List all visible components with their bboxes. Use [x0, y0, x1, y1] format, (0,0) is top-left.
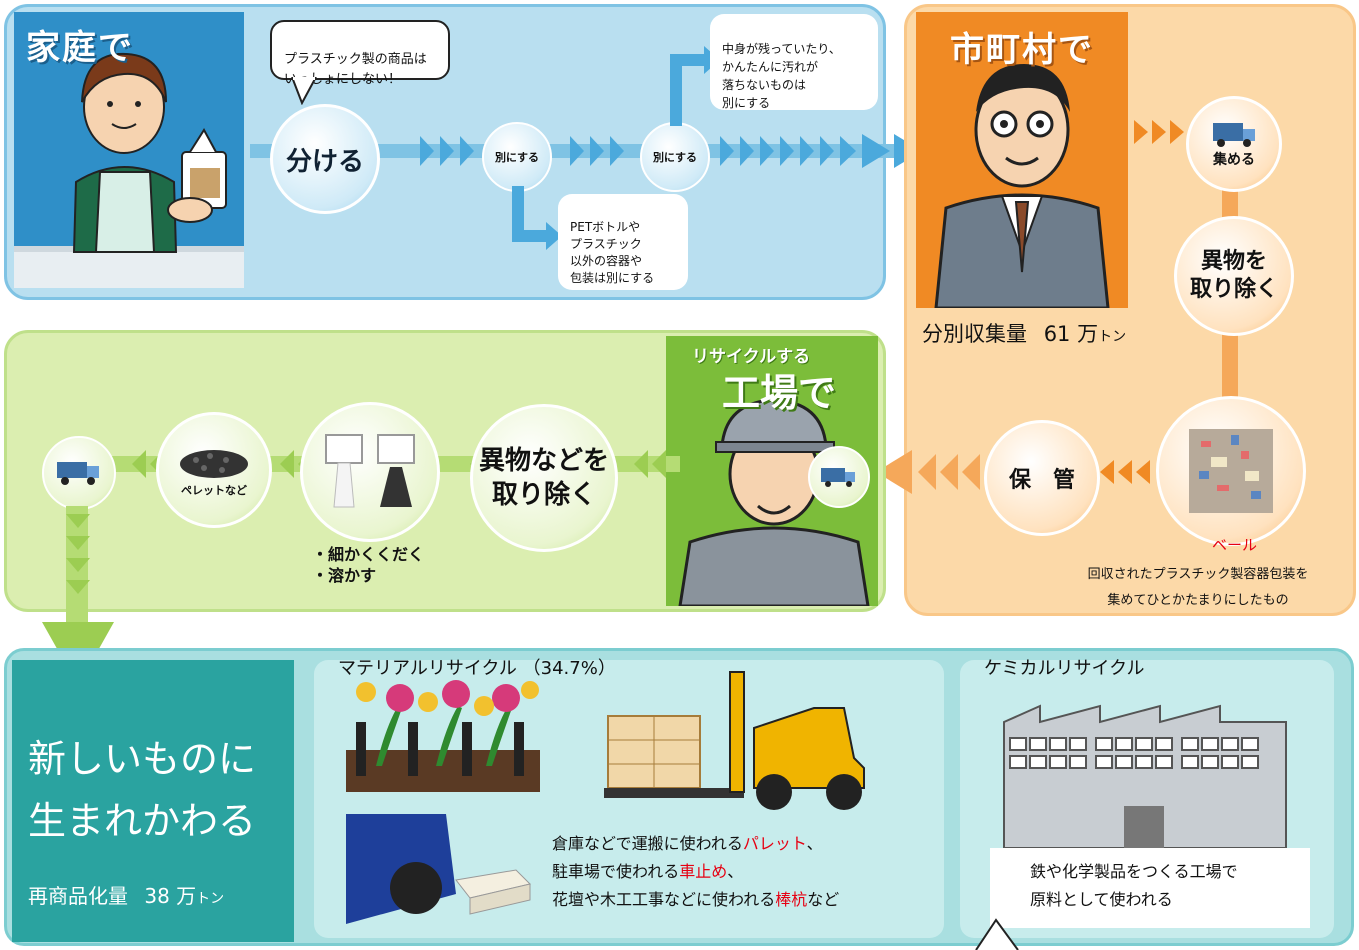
chemical-desc-box: [990, 848, 1310, 928]
branch-up-text: 中身が残っていたり、 かんたんに汚れが 落ちないものは 別にする: [722, 42, 841, 110]
municipal-remove-label: 異物を 取り除く: [1189, 249, 1278, 302]
municipal-right-arrows: [1134, 120, 1184, 144]
truck-icon: [57, 462, 99, 485]
output-truck-circle: [42, 436, 116, 510]
material-line-2: 駐車場で使われる車止め、: [552, 858, 839, 886]
material-line-3-highlight: 棒杭: [775, 890, 808, 909]
result-amount-unit: 万: [176, 884, 197, 908]
branch-up-arrow: [670, 46, 720, 126]
material-line-2-highlight: 車止め: [679, 862, 728, 881]
forklift-illustration: [604, 671, 865, 810]
municipal-title: 市町村で: [950, 30, 1094, 70]
chemical-desc: 鉄や化学製品をつくる工場で 原料として使われる: [1030, 862, 1238, 909]
truck-icon: [821, 468, 855, 487]
branch-down-arrow: [512, 186, 562, 250]
official-illustration: [916, 12, 1128, 310]
store-label: 保 管: [1008, 468, 1075, 493]
municipal-amount-value: 61: [1043, 322, 1071, 346]
pellet-circle: ペレットなど: [156, 412, 272, 528]
flower-bed-illustration: [346, 680, 540, 792]
municipal-amount-label: 分別収集量: [922, 322, 1027, 346]
crusher-icon: [325, 434, 415, 508]
result-main-text: 新しいものに 生まれかわる: [28, 737, 257, 843]
branch-down-box: PETボトルや プラスチック 以外の容器や 包装は別にする: [558, 194, 688, 290]
municipal-amount: 分別収集量 61 万トン: [922, 318, 1126, 348]
material-title-row: マテリアルリサイクル （34.7%）: [338, 654, 616, 680]
crush-circle: [300, 402, 440, 542]
material-line-1-tail: 、: [806, 834, 823, 853]
collect-circle: 集める: [1186, 96, 1282, 192]
household-title: 家庭で: [26, 28, 134, 68]
branch-down-text: PETボトルや プラスチック 以外の容器や 包装は別にする: [570, 220, 655, 285]
worker-illustration: [666, 336, 878, 608]
material-line-1: 倉庫などで運搬に使われるパレット、: [552, 830, 839, 858]
to-factory-arrows: [876, 450, 980, 494]
factory-truck-circle: [808, 446, 870, 508]
municipal-remove-circle: 異物を 取り除く: [1174, 216, 1294, 336]
chemical-pointer: [975, 918, 1019, 950]
result-amount-value: 38: [144, 884, 170, 908]
household-flow-arrowheads: [420, 134, 922, 168]
bale-image: [1189, 429, 1273, 513]
household-bubble: プラスチック製の商品は いっしょにしない！: [270, 20, 450, 87]
car-stop-illustration: [346, 814, 531, 924]
factory-remove-circle: 異物などを 取り除く: [470, 404, 618, 552]
truck-icon: [1213, 123, 1255, 147]
material-desc: 倉庫などで運搬に使われるパレット、 駐車場で使われる車止め、 花壇や木工工事など…: [552, 830, 839, 914]
step2-circle: 別にする: [640, 122, 710, 192]
separate-circle: 分ける: [270, 104, 380, 214]
bale-circle: [1156, 396, 1306, 546]
result-box: [12, 660, 294, 942]
result-amount-unit-small: トン: [196, 891, 225, 907]
material-line-3-text: 花壇や木工工事などに使われる: [552, 890, 776, 909]
factory-title-big: 工場で: [722, 371, 837, 415]
material-line-2-tail: 、: [727, 862, 744, 881]
pellet-icon: [180, 450, 248, 478]
store-circle: 保 管: [984, 420, 1100, 536]
material-line-1-highlight: パレット: [742, 834, 807, 853]
crush-label: ・細かくくだく ・溶かす: [312, 545, 425, 585]
material-line-1-text: 倉庫などで運搬に使われる: [552, 834, 743, 853]
separate-label: 分ける: [285, 146, 364, 177]
material-line-2-text: 駐車場で使われる: [552, 862, 680, 881]
result-amount: 再商品化量 38 万トン: [28, 880, 224, 909]
municipal-amount-unit: 万: [1077, 322, 1099, 346]
step1-circle: 別にする: [482, 122, 552, 192]
store-left-arrows: [1100, 460, 1150, 484]
pellet-label: ペレットなど: [181, 484, 247, 497]
chemical-title: ケミカルリサイクル: [984, 658, 1145, 679]
step1-label: 別にする: [494, 151, 540, 164]
factory-building-illustration: [1003, 704, 1287, 849]
step2-label: 別にする: [652, 151, 698, 164]
material-title: マテリアルリサイクル: [338, 658, 517, 679]
branch-up-box: 中身が残っていたり、 かんたんに汚れが 落ちないものは 別にする: [710, 14, 878, 110]
municipal-amount-unit-small: トン: [1098, 329, 1127, 345]
factory-remove-label: 異物などを 取り除く: [478, 446, 609, 510]
bale-desc: 回収されたプラスチック製容器包装を 集めてひとかたまりにしたもの: [1087, 567, 1309, 608]
factory-title-small: リサイクルする: [692, 347, 811, 367]
housewife-illustration: [14, 12, 244, 288]
material-line-3: 花壇や木工工事などに使われる棒杭など: [552, 886, 839, 914]
material-percent: （34.7%）: [522, 658, 616, 679]
result-amount-label: 再商品化量: [28, 884, 128, 908]
bubble-tail: [291, 77, 317, 105]
bale-label: ベール: [1212, 536, 1258, 554]
collect-label: 集める: [1213, 152, 1255, 168]
material-line-3-tail: など: [807, 890, 840, 909]
